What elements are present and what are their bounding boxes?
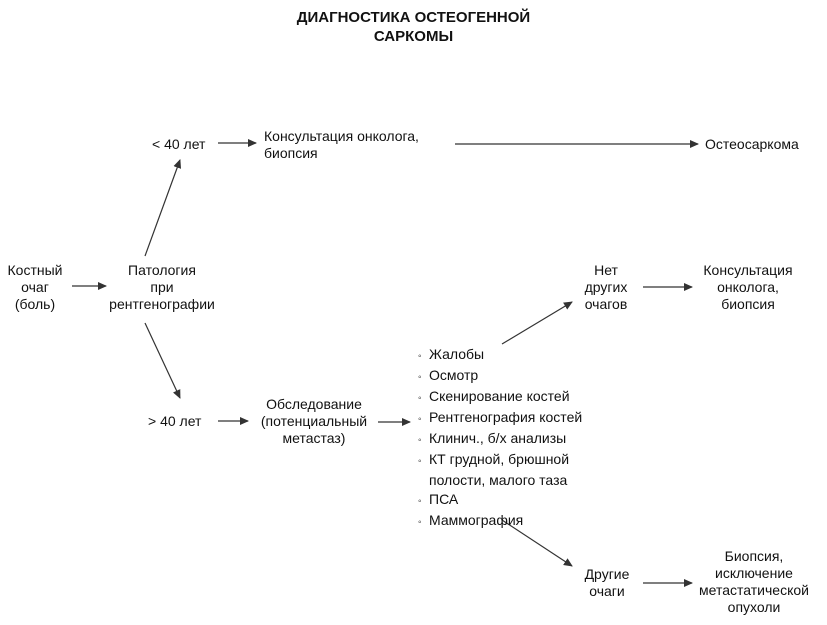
node-bone-focus-line: (боль) xyxy=(14,296,56,312)
exam-list-item-label: КТ грудной, брюшной xyxy=(429,451,570,467)
node-pathology: Патология при рентгенографии xyxy=(106,262,218,313)
exam-list-item-label: Жалобы xyxy=(429,346,485,362)
bullet-icon: ◦ xyxy=(418,372,422,383)
node-bone-focus-line: очаг xyxy=(21,279,49,295)
exam-list: ◦ Жалобы ◦ Осмотр ◦ Скенирование костей ◦ Ре… xyxy=(418,345,582,532)
bullet-icon: ◦ xyxy=(418,456,422,467)
arrow-pathology-to-over40 xyxy=(144,322,181,399)
node-bone-focus: Костный очаг (боль) xyxy=(2,262,68,313)
exam-list-item-label: Рентгенография костей xyxy=(429,409,583,425)
node-biopsy-right-line: метастатической xyxy=(699,582,809,598)
node-consult-right: Консультация онколога, биопсия xyxy=(700,262,796,313)
exam-list-item: ◦ КТ грудной, брюшной xyxy=(418,450,582,471)
exam-list-item-label: Осмотр xyxy=(429,367,479,383)
bullet-icon: ◦ xyxy=(418,496,422,507)
bullet-icon: ◦ xyxy=(418,414,422,425)
exam-list-item: ◦ Маммография xyxy=(418,511,582,532)
node-no-other-foci-line: очагов xyxy=(584,296,628,312)
node-consult-top: Консультация онколога, биопсия xyxy=(264,128,419,162)
node-other-foci-line: Другие xyxy=(584,566,630,582)
diagram-title: ДИАГНОСТИКА ОСТЕОГЕННОЙ САРКОМЫ xyxy=(0,8,827,46)
node-no-other-foci-line: Нет xyxy=(594,262,618,278)
exam-list-item: ◦ Скенирование костей xyxy=(418,387,582,408)
arrow-pathology-to-under40 xyxy=(144,159,182,257)
node-consult-right-line: онколога, xyxy=(717,279,779,295)
node-biopsy-right-line: исключение xyxy=(715,565,793,581)
exam-list-item-continuation: полости, малого таза xyxy=(418,471,582,490)
exam-list-item-label: полости, малого таза xyxy=(429,472,568,488)
arrow-list-to-other-foci xyxy=(501,519,573,567)
exam-list-item-label: Скенирование костей xyxy=(429,388,570,404)
exam-list-item-label: Маммография xyxy=(429,512,524,528)
title-line-1: ДИАГНОСТИКА ОСТЕОГЕННОЙ xyxy=(296,9,531,26)
bullet-icon: ◦ xyxy=(418,393,422,404)
node-consult-top-line: Консультация онколога, xyxy=(264,128,419,144)
node-other-foci: Другие очаги xyxy=(572,566,642,600)
arrow-list-to-no-other xyxy=(501,301,573,345)
exam-list-item: ◦ Жалобы xyxy=(418,345,582,366)
node-pathology-line: при xyxy=(150,279,174,295)
node-no-other-foci-line: других xyxy=(584,279,628,295)
exam-list-item: ◦ Рентгенография костей xyxy=(418,408,582,429)
node-consult-right-line: биопсия xyxy=(721,296,775,312)
title-line-2: САРКОМЫ xyxy=(373,28,454,45)
exam-list-item: ◦ ПСА xyxy=(418,490,582,511)
exam-list-item-label: ПСА xyxy=(429,491,459,507)
exam-list-item: ◦ Клинич., б/х анализы xyxy=(418,429,582,450)
node-pathology-line: Патология xyxy=(128,262,196,278)
node-exam-line: Обследование xyxy=(266,396,362,412)
node-biopsy-right-line: опухоли xyxy=(727,599,781,615)
node-no-other-foci: Нет других очагов xyxy=(570,262,642,313)
node-bone-focus-line: Костный xyxy=(7,262,63,278)
node-biopsy-right: Биопсия, исключение метастатической опух… xyxy=(690,548,818,616)
node-consult-right-line: Консультация xyxy=(703,262,793,278)
bullet-icon: ◦ xyxy=(418,351,422,362)
node-osteosarcoma: Остеосаркома xyxy=(705,136,799,152)
bullet-icon: ◦ xyxy=(418,435,422,446)
node-consult-top-line: биопсия xyxy=(264,145,318,161)
node-under-40: < 40 лет xyxy=(152,136,206,152)
node-biopsy-right-line: Биопсия, xyxy=(724,548,784,564)
node-pathology-line: рентгенографии xyxy=(109,296,215,312)
exam-list-item-label: Клинич., б/х анализы xyxy=(429,430,567,446)
node-exam: Обследование (потенциальный метастаз) xyxy=(250,396,378,447)
exam-list-item: ◦ Осмотр xyxy=(418,366,582,387)
node-exam-line: (потенциальный xyxy=(260,413,368,429)
bullet-icon: ◦ xyxy=(418,517,422,528)
node-exam-line: метастаз) xyxy=(282,430,346,446)
node-other-foci-line: очаги xyxy=(589,583,625,599)
node-over-40: > 40 лет xyxy=(148,413,202,429)
